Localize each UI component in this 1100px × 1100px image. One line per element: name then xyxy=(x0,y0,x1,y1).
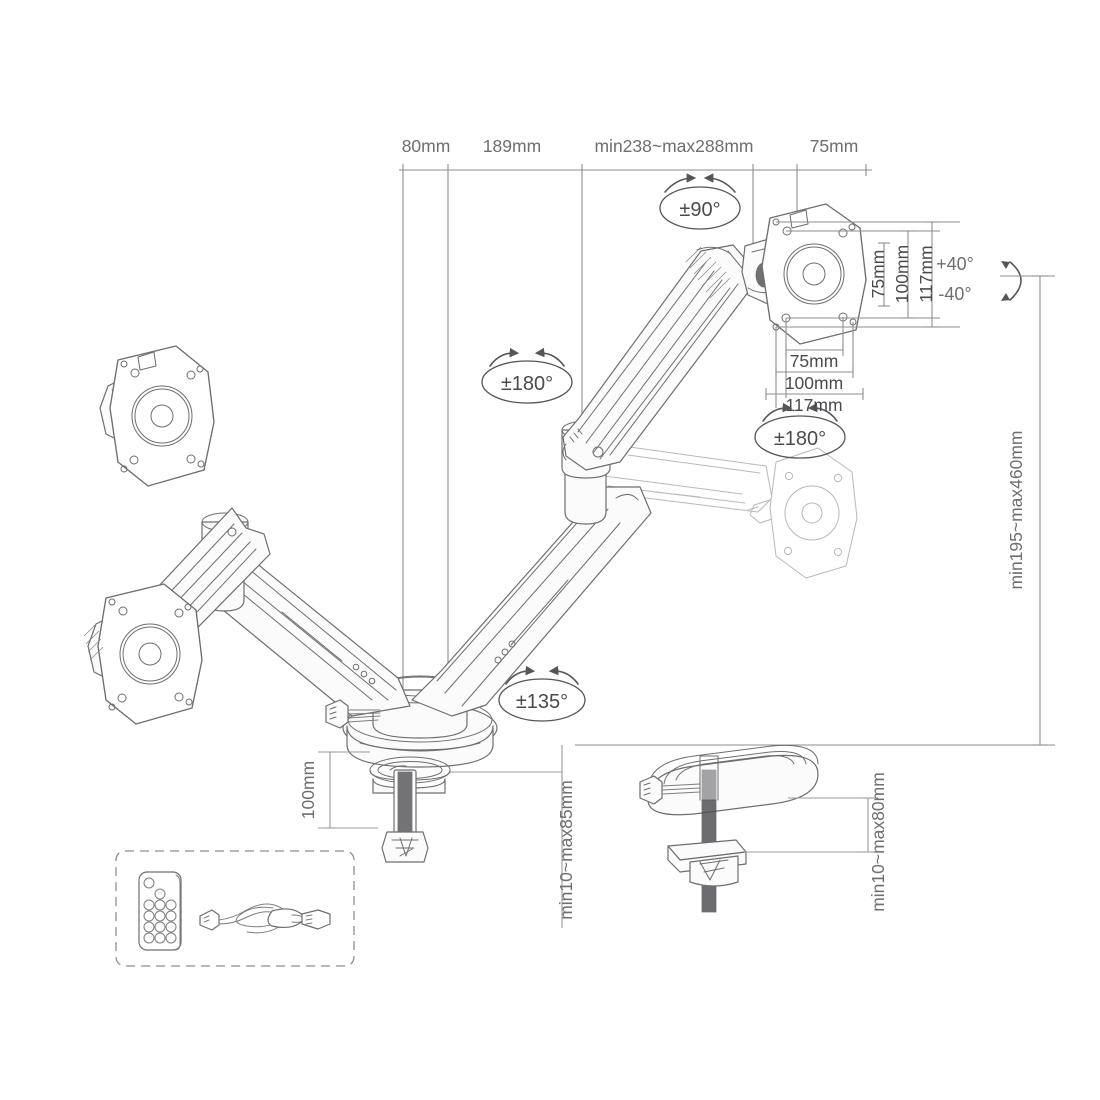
cable-connector-base xyxy=(325,699,381,729)
monitor-head-left-lower xyxy=(83,583,203,725)
angle-base-135-label: ±135° xyxy=(516,691,568,713)
grommet-mount-assembly xyxy=(639,744,819,913)
upper-gas-spring-arm-right xyxy=(562,244,753,471)
clamp-thickness-label: min10~max85mm xyxy=(556,780,576,920)
clamp-offset-label: 100mm xyxy=(298,761,318,819)
vesa-dimensions-vertical: 75mm 100mm 117mm xyxy=(776,221,960,328)
lower-arm-left xyxy=(205,557,411,717)
height-range-dimension: min195~max460mm xyxy=(575,275,1055,746)
angle-callout-base-135: ±135° xyxy=(498,665,586,722)
dim-80mm-label: 80mm xyxy=(402,136,451,156)
tilt-callout: +40° -40° xyxy=(936,254,1022,304)
tilt-up-label: +40° xyxy=(936,254,974,274)
grommet-thickness-dimension: min10~max80mm xyxy=(744,772,888,912)
vesa-h-100-label: 100mm xyxy=(785,373,843,393)
knurl-texture xyxy=(685,246,731,299)
desk-clamp xyxy=(369,756,451,863)
vesa-v-100-label: 100mm xyxy=(892,245,912,303)
vesa-dimensions-horizontal: 75mm 100mm 117mm xyxy=(765,317,864,415)
angle-callout-arm-180: ±180° xyxy=(481,347,573,404)
cable-accessory-icon xyxy=(199,903,331,934)
dim-189mm-label: 189mm xyxy=(483,136,541,156)
angle-pan-90-label: ±90° xyxy=(679,199,720,221)
grommet-thickness-label: min10~max80mm xyxy=(868,772,888,912)
vesa-h-75-label: 75mm xyxy=(790,351,839,371)
angle-callout-pan-90: ±90° xyxy=(659,173,741,230)
ghost-monitor-head-right xyxy=(747,447,858,579)
clamp-thickness-dimension: min10~max85mm xyxy=(450,745,576,928)
angle-callout-head-180: ±180° xyxy=(754,402,846,459)
accessories-box xyxy=(115,850,355,967)
tilt-down-label: -40° xyxy=(938,284,971,304)
lower-arm-right xyxy=(411,486,652,717)
vesa-v-117-label: 117mm xyxy=(916,245,936,302)
dim-75mm-label: 75mm xyxy=(810,136,859,156)
monitor-head-left-upper xyxy=(99,345,215,487)
dim-extension-label: min238~max288mm xyxy=(594,136,753,156)
remote-control-icon xyxy=(138,871,182,951)
top-dimension-rail xyxy=(399,164,872,720)
vesa-v-75-label: 75mm xyxy=(868,250,888,299)
angle-arm-180-label: ±180° xyxy=(501,373,553,395)
angle-head-180-label: ±180° xyxy=(774,428,826,450)
vesa-h-117-label: 117mm xyxy=(785,395,842,415)
height-range-label: min195~max460mm xyxy=(1006,430,1026,589)
clamp-offset-dimension: 100mm xyxy=(298,751,378,829)
monitor-head-right-upper xyxy=(741,203,867,345)
